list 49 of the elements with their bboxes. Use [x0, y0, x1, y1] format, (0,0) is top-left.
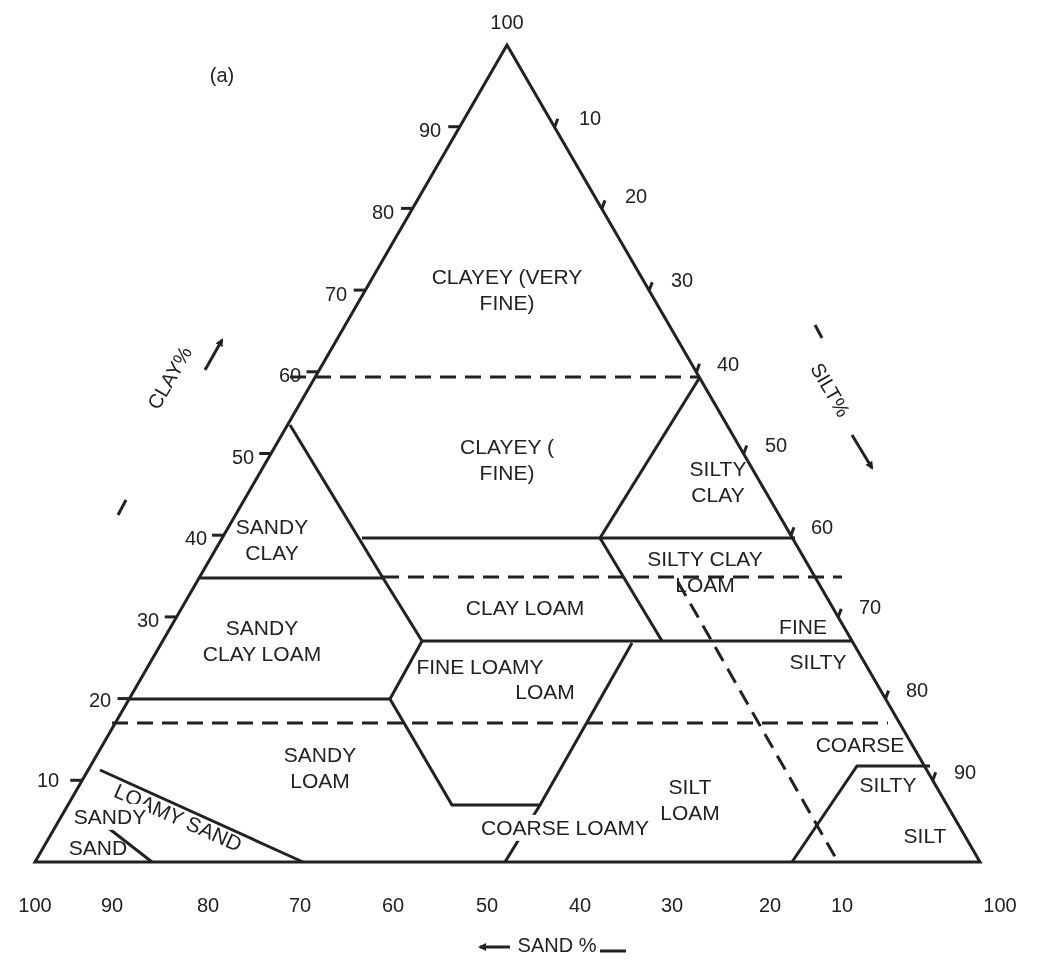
region-label: SILTY [859, 771, 917, 798]
region-label: CLAY LOAM [465, 594, 585, 621]
region-label: SILT [903, 822, 947, 849]
region-label: CLAYEY ( FINE) [459, 433, 555, 486]
region-label: SANDY CLAY [234, 513, 310, 566]
tick-label: 30 [670, 267, 694, 293]
tick-label: 20 [624, 183, 648, 209]
tick-label: 80 [196, 892, 220, 918]
tick-label: 10 [830, 892, 854, 918]
region-label: COARSE [815, 731, 905, 758]
tick-label: 70 [858, 594, 882, 620]
region-label: SANDY CLAY LOAM [201, 614, 323, 667]
region-label: LOAM [515, 678, 575, 705]
tick-label: 70 [324, 281, 348, 307]
tick-label: 20 [758, 892, 782, 918]
tick-label: 40 [184, 525, 208, 551]
tick-label: 80 [905, 677, 929, 703]
region-label: SAND [68, 834, 128, 861]
region-label: SILTY CLAY LOAM [646, 545, 764, 598]
tick-label: 70 [288, 892, 312, 918]
region-label: FINE [779, 613, 827, 640]
tick-label: 90 [953, 759, 977, 785]
region-label: CLAYEY (VERY FINE) [430, 263, 584, 316]
axis-title: SAND % [517, 932, 597, 958]
tick-label: 50 [764, 432, 788, 458]
tick-label: 90 [418, 117, 442, 143]
tick-label: 50 [475, 892, 499, 918]
region-label: SILT LOAM [659, 773, 721, 826]
region-label: COARSE LOAMY [479, 814, 651, 842]
tick-label: 50 [231, 444, 255, 470]
tick-label: 100 [983, 892, 1017, 918]
tick-label: 40 [716, 351, 740, 377]
tick-label: 100 [490, 9, 524, 35]
region-label: FINE LOAMY [416, 653, 544, 680]
tick-label: 90 [100, 892, 124, 918]
tick-label: 40 [568, 892, 592, 918]
tick-label: 30 [660, 892, 684, 918]
tick-label: 30 [136, 607, 160, 633]
tick-label: 20 [88, 687, 112, 713]
tick-label: 10 [36, 767, 60, 793]
tick-label: 10 [578, 105, 602, 131]
tick-label: 80 [371, 199, 395, 225]
tick-label: 60 [381, 892, 405, 918]
panel-label: (a) [209, 62, 235, 88]
region-label: SANDY LOAM [282, 741, 358, 794]
tick-label: 60 [810, 514, 834, 540]
region-label: SILTY [789, 648, 847, 675]
region-label: SILTY CLAY [688, 455, 748, 508]
tick-label: 100 [18, 892, 52, 918]
